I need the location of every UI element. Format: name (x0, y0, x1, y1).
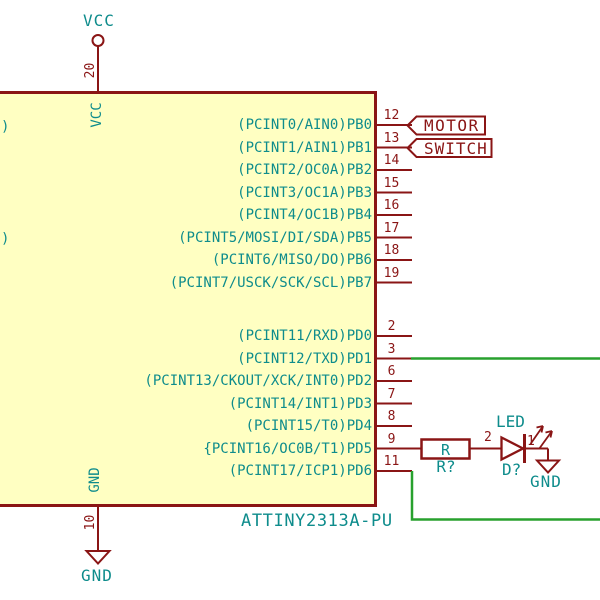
pin-name: (PCINT6/MISO/DO)PB6 (211, 252, 372, 268)
global-label-switch-outline[interactable] (406, 138, 493, 158)
pin-name: (PCINT7/USCK/SCK/SCL)PB7 (169, 274, 372, 291)
pin-number-19: 19 (383, 265, 400, 281)
pin-name: (PCINT11/RXD)PD0 (237, 328, 372, 344)
pin-number-6: 6 (387, 364, 396, 379)
led-value[interactable]: LED (496, 412, 525, 431)
pin-name: (PCINT2/OC0A)PB2 (237, 162, 372, 178)
pin-number-15: 15 (383, 175, 400, 191)
pin-name-vcc: VCC (89, 102, 105, 128)
global-label-motor-outline[interactable] (406, 115, 486, 136)
pin-name: (PCINT3/OC1A)PB3 (237, 184, 372, 201)
pin-name: (PCINT4/OC1B)PB4 (237, 207, 372, 223)
gnd-net-label[interactable]: GND (81, 566, 113, 585)
resistor-ref[interactable]: R? (436, 456, 456, 476)
resistor-value[interactable]: R (440, 440, 451, 459)
vcc-net-label[interactable]: VCC (83, 11, 115, 30)
pin-number-2: 2 (387, 319, 396, 334)
attiny2313-symbol-body[interactable] (0, 91, 377, 507)
pin-number-12: 12 (383, 108, 400, 123)
pin-number-20: 20 (83, 62, 98, 79)
pin-number-8: 8 (387, 409, 396, 424)
pin-number-14: 14 (383, 153, 400, 168)
pin-number-10: 10 (83, 514, 98, 531)
pin-name: (PCINT17/ICP1)PD6 (228, 463, 372, 479)
pin-name: (PCINT0/AIN0)PB0 (237, 117, 372, 133)
pin-number-11: 11 (383, 454, 400, 469)
pin-name: (PCINT13/CKOUT/XCK/INT0)PD2 (144, 373, 372, 389)
pin-name: (PCINT15/T0)PD4 (245, 418, 372, 434)
gnd-power-symbol[interactable] (84, 550, 112, 565)
led-triangle[interactable] (500, 435, 526, 462)
vcc-power-symbol[interactable] (91, 34, 105, 47)
led-pin-number-anode: 2 (484, 430, 492, 445)
gnd-led-power-symbol[interactable] (534, 459, 562, 474)
pin-name: (PCINT1/AIN1)PB1 (237, 139, 372, 156)
pin-name: (PCINT14/INT1)PD3 (228, 395, 372, 412)
pin-name: {PCINT16/OC0B/T1)PD5 (203, 440, 372, 457)
led-emission-arrows-icon (529, 425, 553, 450)
global-label-motor[interactable]: MOTOR (424, 116, 480, 135)
pin-number-18: 18 (383, 243, 400, 258)
pin-number-16: 16 (383, 198, 400, 213)
global-label-switch[interactable]: SWITCH (424, 138, 488, 158)
pin-name: (PCINT5/MOSI/DI/SDA)PB5 (178, 229, 372, 246)
truncated-left-pin-name: ) (1, 231, 10, 247)
pin-number-3: 3 (387, 341, 396, 357)
pin-name: (PCINT12/TXD)PD1 (237, 350, 372, 367)
truncated-left-pin-name: ) (1, 119, 10, 135)
led-pin-number-cathode: 1 (527, 434, 535, 449)
led-ref[interactable]: D? (502, 459, 522, 479)
gnd-led-net-label[interactable]: GND (530, 472, 562, 491)
pin-name-gnd: GND (87, 467, 103, 493)
component-value-attiny[interactable]: ATTINY2313A-PU (241, 511, 393, 531)
wire-pd6[interactable] (410, 471, 600, 521)
pin-number-9: 9 (387, 431, 396, 447)
pin-number-7: 7 (387, 386, 396, 402)
pin-number-17: 17 (383, 220, 400, 236)
pin-number-13: 13 (383, 130, 400, 146)
